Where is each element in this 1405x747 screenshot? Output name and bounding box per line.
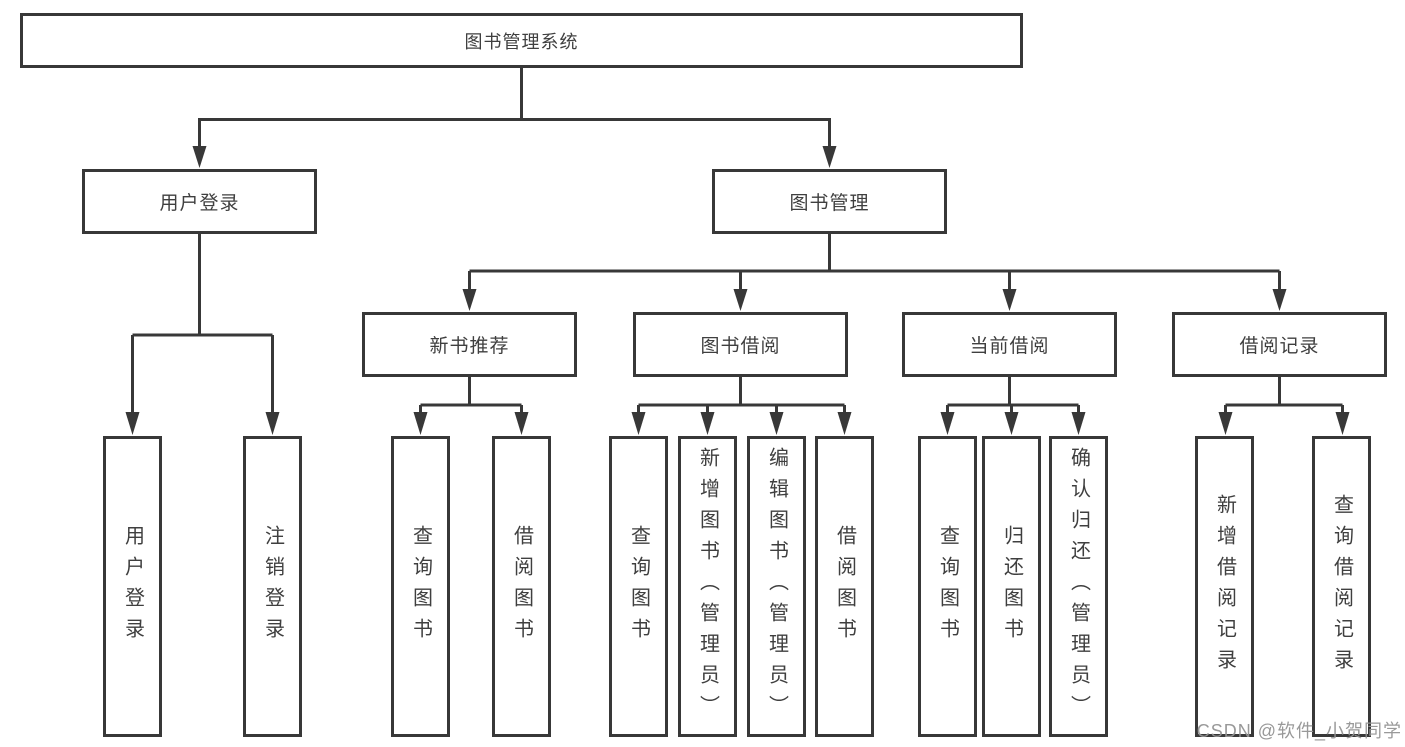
- leaf-logout-label: 注销登录: [261, 524, 284, 649]
- node-user-login: 用户登录: [82, 169, 317, 234]
- leaf-query-books-3-label: 查询图书: [936, 524, 959, 649]
- leaf-add-borrow-record: 新增借阅记录: [1195, 436, 1254, 737]
- leaf-borrow-books-1: 借阅图书: [492, 436, 551, 737]
- arrowhead: [700, 412, 715, 435]
- arrowhead: [413, 412, 428, 435]
- leaf-add-book-admin: 新增图书（管理员）: [678, 436, 737, 737]
- node-root: 图书管理系统: [20, 13, 1023, 68]
- connector: [637, 377, 846, 416]
- leaf-query-borrow-record: 查询借阅记录: [1312, 436, 1371, 737]
- connector: [131, 234, 274, 416]
- leaf-query-books-3: 查询图书: [918, 436, 977, 737]
- leaf-edit-book-admin: 编辑图书（管理员）: [747, 436, 806, 737]
- node-root-label: 图书管理系统: [464, 31, 579, 52]
- leaf-borrow-books-2: 借阅图书: [815, 436, 874, 737]
- arrowhead: [837, 412, 852, 435]
- node-book-management-label: 图书管理: [789, 193, 870, 214]
- leaf-add-book-admin-label: 新增图书（管理员）: [696, 447, 719, 726]
- node-book-management: 图书管理: [712, 169, 947, 234]
- leaf-add-borrow-record-label: 新增借阅记录: [1213, 493, 1236, 680]
- leaf-borrow-books-2-label: 借阅图书: [833, 524, 856, 649]
- leaf-query-books-2-label: 查询图书: [627, 524, 650, 649]
- leaf-return-book-label: 归还图书: [1000, 524, 1023, 649]
- connector: [198, 68, 831, 150]
- connector: [468, 234, 1281, 293]
- arrowhead: [514, 412, 529, 435]
- leaf-query-books-1-label: 查询图书: [409, 524, 432, 649]
- leaf-user-login-label: 用户登录: [121, 524, 144, 649]
- node-book-borrow: 图书借阅: [633, 312, 848, 377]
- node-borrow-record: 借阅记录: [1172, 312, 1387, 377]
- arrowhead: [733, 289, 748, 311]
- leaf-logout: 注销登录: [243, 436, 302, 737]
- arrowhead: [631, 412, 646, 435]
- node-current-borrow-label: 当前借阅: [969, 336, 1050, 357]
- node-book-borrow-label: 图书借阅: [700, 336, 781, 357]
- node-borrow-record-label: 借阅记录: [1239, 336, 1320, 357]
- arrowhead: [125, 412, 140, 435]
- leaf-edit-book-admin-label: 编辑图书（管理员）: [765, 447, 788, 726]
- arrowhead: [769, 412, 784, 435]
- arrowhead: [192, 146, 207, 168]
- node-new-book-recommend-label: 新书推荐: [429, 336, 510, 357]
- arrowhead: [940, 412, 955, 435]
- arrowhead: [1218, 412, 1233, 435]
- arrowhead: [822, 146, 837, 168]
- node-user-login-label: 用户登录: [159, 193, 240, 214]
- connector: [1224, 377, 1344, 416]
- arrowhead: [265, 412, 280, 435]
- arrowhead: [1272, 289, 1287, 311]
- leaf-query-books-1: 查询图书: [391, 436, 450, 737]
- connector: [946, 377, 1080, 416]
- leaf-confirm-return-admin: 确认归还（管理员）: [1049, 436, 1108, 737]
- arrowhead: [1002, 289, 1017, 311]
- leaf-query-borrow-record-label: 查询借阅记录: [1330, 493, 1353, 680]
- arrowhead: [1335, 412, 1350, 435]
- arrowhead: [1071, 412, 1086, 435]
- leaf-user-login: 用户登录: [103, 436, 162, 737]
- leaf-return-book: 归还图书: [982, 436, 1041, 737]
- leaf-confirm-return-admin-label: 确认归还（管理员）: [1067, 447, 1090, 726]
- connector: [419, 377, 523, 416]
- leaf-borrow-books-1-label: 借阅图书: [510, 524, 533, 649]
- arrowhead: [1004, 412, 1019, 435]
- node-new-book-recommend: 新书推荐: [362, 312, 577, 377]
- leaf-query-books-2: 查询图书: [609, 436, 668, 737]
- node-current-borrow: 当前借阅: [902, 312, 1117, 377]
- arrowhead: [462, 289, 477, 311]
